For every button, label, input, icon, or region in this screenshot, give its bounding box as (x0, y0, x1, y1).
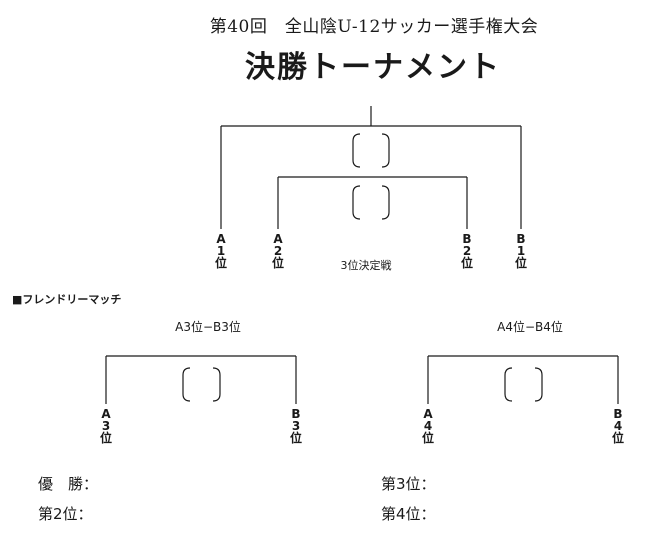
final-score-bracket-right (381, 133, 390, 168)
match1-score-bracket-right (212, 367, 221, 402)
friendly-match-section-label: ■フレンドリーマッチ (12, 293, 122, 306)
match1-score-bracket-left (182, 367, 191, 402)
result-third-label: 第3位： (381, 475, 436, 493)
friendly-match2-label: A4位−B4位 (497, 320, 563, 334)
third-place-match-label: 3位決定戦 (340, 259, 392, 272)
final-score-bracket-left (352, 133, 361, 168)
match2-score-bracket-left (504, 367, 513, 402)
page-title: 決勝トーナメント (245, 50, 501, 85)
team-slot-b3: B 3 位 (289, 407, 302, 445)
team-slot-a3: A 3 位 (99, 407, 112, 445)
tournament-subtitle: 第40回 全山陰U-12サッカー選手権大会 (209, 17, 539, 37)
third-score-bracket-right (381, 185, 390, 220)
team-slot-b4: B 4 位 (611, 407, 624, 445)
result-winner-label: 優 勝： (38, 475, 99, 493)
team-slot-a2: A 2 位 (271, 232, 284, 270)
match2-score-bracket-right (534, 367, 543, 402)
result-second-label: 第2位： (38, 505, 93, 523)
team-slot-b2: B 2 位 (460, 232, 473, 270)
friendly-match1-label: A3位−B3位 (175, 320, 241, 334)
third-score-bracket-left (352, 185, 361, 220)
team-slot-a4: A 4 位 (421, 407, 434, 445)
team-slot-a1: A 1 位 (214, 232, 227, 270)
result-fourth-label: 第4位： (381, 505, 436, 523)
team-slot-b1: B 1 位 (514, 232, 527, 270)
